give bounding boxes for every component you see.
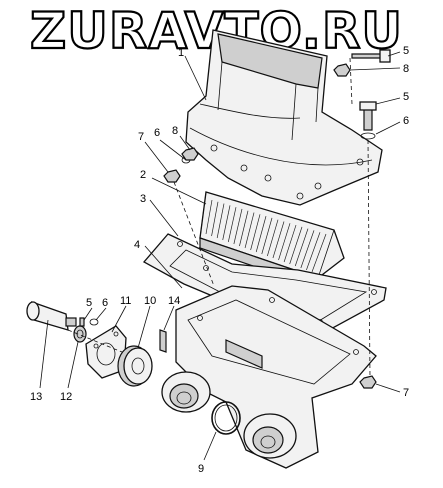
callout-7-bottom: 7 <box>403 387 409 399</box>
part-4-lower-housing <box>161 285 377 469</box>
watermark-text: ZURAVTO.RU <box>30 2 403 54</box>
callout-5-bottom: 5 <box>86 297 92 309</box>
callout-8-left: 8 <box>172 125 178 137</box>
cooler-fin <box>227 207 237 243</box>
cooler-fin <box>244 212 255 249</box>
callout-5-top: 5 <box>403 45 409 57</box>
part-6-washer-bottom <box>89 318 99 326</box>
callout-3: 3 <box>140 193 146 205</box>
cooler-fin <box>239 210 249 247</box>
cooler-fin <box>261 217 273 255</box>
cooler-fin <box>205 199 213 235</box>
part-5-bolt-right <box>363 107 373 131</box>
assembly-line-right <box>367 139 371 379</box>
cooler-fin <box>272 221 285 259</box>
callout-6-bottom: 6 <box>102 297 108 309</box>
assembly-line-top <box>349 57 353 105</box>
part-7-nut-left <box>163 169 181 183</box>
callout-12: 12 <box>60 391 72 403</box>
callout-1: 1 <box>178 47 184 59</box>
cooler-fin <box>300 230 315 269</box>
part-10-pulley <box>117 345 153 387</box>
part-14-stud <box>159 329 167 353</box>
cooler-fin <box>306 232 321 271</box>
callout-8-top: 8 <box>403 63 409 75</box>
cooler-fin <box>294 228 309 267</box>
part-12-seal <box>73 325 87 343</box>
callout-11: 11 <box>120 295 131 307</box>
part-5-bolt-top <box>351 53 383 59</box>
cooler-fin <box>250 214 261 251</box>
cooler-fin <box>222 205 231 241</box>
cooler-fin <box>211 201 219 237</box>
callout-13: 13 <box>30 391 42 403</box>
cooler-fin <box>311 233 327 273</box>
cooler-fin <box>289 226 303 265</box>
callout-10: 10 <box>144 295 156 307</box>
callout-14: 14 <box>168 295 180 307</box>
site-watermark: ZURAVTO.RU <box>30 2 403 54</box>
callout-7-left: 7 <box>138 131 144 143</box>
cooler-fin <box>216 203 225 239</box>
part-9-o-ring <box>211 401 241 435</box>
part-5-bolt-right-head <box>359 101 377 111</box>
part-5-bolt-left <box>79 317 85 327</box>
callout-9: 9 <box>198 463 204 475</box>
leader-lines <box>39 51 401 461</box>
part-7-nut-bottom <box>359 375 377 389</box>
cooler-fin <box>267 219 279 257</box>
assembly-line-sensor <box>67 329 123 353</box>
part-8-nut-top <box>333 63 351 77</box>
assembly-line-stud <box>173 181 215 287</box>
callout-5-right: 5 <box>403 91 409 103</box>
part-8-nut-left <box>181 147 199 161</box>
part-1-housing-cover <box>185 29 383 206</box>
callout-6-left: 6 <box>154 127 160 139</box>
cooler-fin <box>278 223 291 261</box>
callout-4: 4 <box>134 239 140 251</box>
cooler-fin <box>283 224 297 263</box>
cooler-fin <box>233 208 243 245</box>
callout-2: 2 <box>140 169 146 181</box>
o-ring-inner-edge <box>214 404 238 432</box>
part-6-washer-right <box>360 132 376 140</box>
cooler-fin <box>255 216 267 253</box>
part-13-sensor <box>26 301 77 331</box>
cooler-fins <box>205 199 327 273</box>
callout-6-right: 6 <box>403 115 409 127</box>
part-5-bolt-top-head <box>379 49 391 63</box>
